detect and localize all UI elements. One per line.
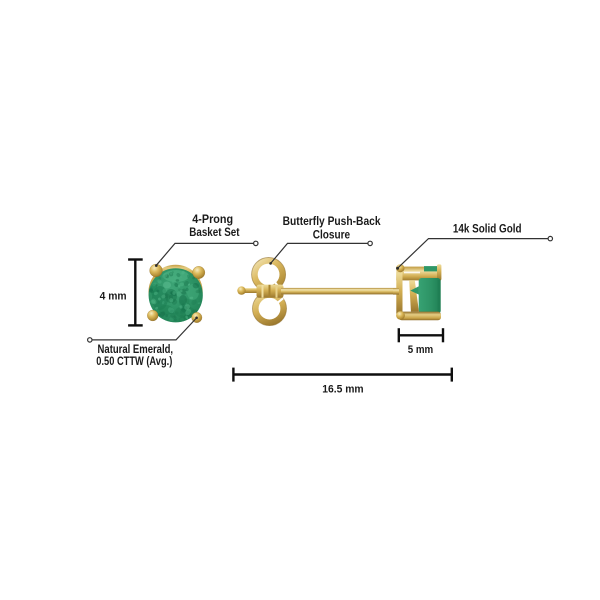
svg-text:5 mm: 5 mm — [408, 344, 434, 356]
svg-text:Basket Set: Basket Set — [189, 227, 239, 239]
svg-text:Closure: Closure — [313, 229, 350, 241]
svg-text:16.5 mm: 16.5 mm — [322, 383, 364, 395]
svg-text:Natural Emerald,: Natural Emerald, — [98, 344, 174, 356]
svg-text:14k Solid Gold: 14k Solid Gold — [453, 223, 522, 235]
svg-text:Butterfly Push-Back: Butterfly Push-Back — [283, 216, 381, 228]
svg-text:4-Prong: 4-Prong — [192, 214, 233, 226]
svg-text:4 mm: 4 mm — [100, 290, 127, 302]
svg-text:0.50 CTTW (Avg.): 0.50 CTTW (Avg.) — [96, 356, 172, 368]
